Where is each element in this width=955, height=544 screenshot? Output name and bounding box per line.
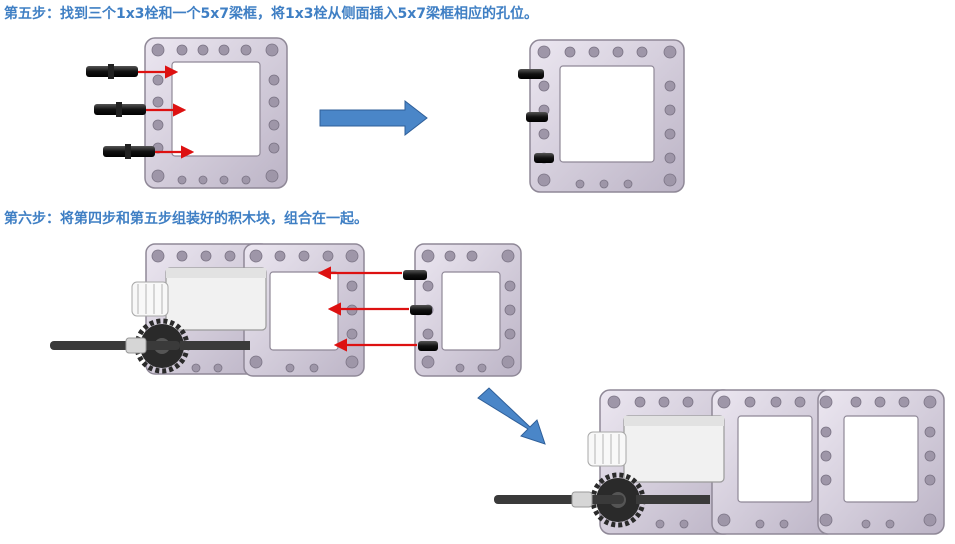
pin-1x3-a bbox=[86, 64, 138, 79]
step6-title: 第六步：将第四步和第五步组装好的积木块，组合在一起。 bbox=[4, 211, 368, 227]
pin-1x3-b bbox=[94, 102, 146, 117]
block-arrow-right-icon bbox=[319, 99, 428, 137]
insert-arrows-step5 bbox=[138, 65, 195, 159]
pin-1x3-c bbox=[103, 144, 155, 159]
beam-frame-with-pins bbox=[403, 243, 522, 377]
insert-arrows-step6 bbox=[317, 266, 417, 352]
step5-title: 第五步：找到三个1x3栓和一个5x7梁框，将1x3栓从侧面插入5x7梁框相应的孔… bbox=[4, 6, 539, 22]
motor-assembly-step4 bbox=[50, 243, 365, 377]
block-arrow-down-right-icon bbox=[477, 387, 546, 445]
beam-frame-5x7-assembled bbox=[518, 39, 685, 193]
beam-frame-5x7-a bbox=[144, 37, 288, 189]
final-assembly bbox=[494, 389, 945, 535]
